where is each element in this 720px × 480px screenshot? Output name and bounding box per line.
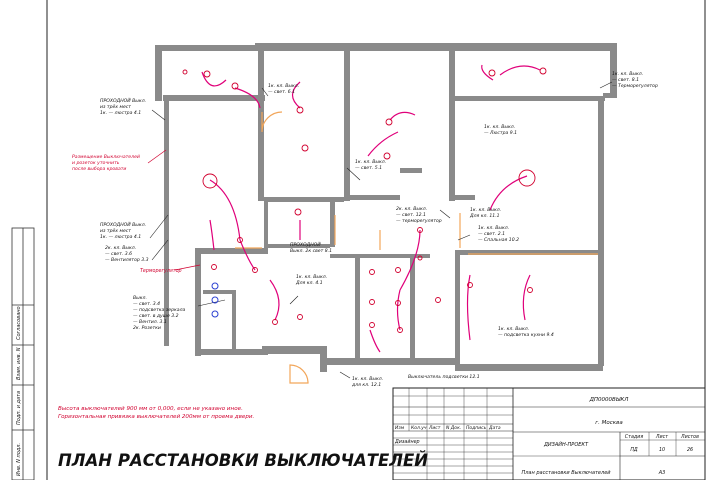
stamp-hdr-list: Лист — [428, 425, 441, 431]
door-swings — [235, 111, 598, 384]
side-label-replacement: Взам. инв. N — [16, 347, 22, 380]
callout-8: 1к. кл. Выкл. — свет. 5.1 — [355, 159, 388, 171]
stamp-hdr-ndok: N Док. — [446, 425, 461, 431]
stamp-stage: ПД — [630, 447, 638, 453]
callout-15: 1к. кл. Выкл. — свет. 8.1 — Терморегулят… — [612, 71, 658, 89]
callout-12: 1к. кл. Выкл. Для кл. 11.1 — [469, 207, 503, 219]
callout-4: 2к. кл. Выкл. — свет. 3.6 — Вентилятор 3… — [105, 245, 149, 263]
stamp-hdr-izm: Изм — [395, 425, 405, 431]
stamp-sheets-hdr: Листов — [680, 434, 699, 440]
callout-3: ПРОХОДНОЙ Выкл. из трёх мест 1к. — люстр… — [100, 221, 148, 240]
blue-fixtures — [211, 282, 219, 318]
callout-16: 1к. кл. Выкл. — подсветка кухни 9.4 — [498, 326, 554, 338]
stamp-format: А3 — [658, 470, 666, 476]
stamp-designer: Дизайнер — [394, 439, 420, 445]
stamp-city: г. Москва — [595, 420, 623, 426]
switch-callouts: ПРОХОДНОЙ Выкл. из трёх мест 1к. — люстр… — [72, 71, 658, 388]
stamp-sheets: 26 — [687, 447, 693, 453]
callout-5-thermoregulator: Терморегулятор — [140, 268, 182, 274]
stamp-hdr-kol: Кол.уч — [411, 425, 427, 431]
side-label-agreed: Согласовано — [16, 306, 22, 340]
callout-14: 1к. кл. Выкл. — Люстра 9.1 — [484, 124, 517, 136]
callout-10: 1к. кл. Выкл. Для кл. 4.1 — [295, 274, 329, 286]
callout-13: 1к. кл. Выкл. — свет. 2.1 — Спальная 10.… — [478, 225, 519, 243]
side-label-sign-date: Подп. и дата — [16, 391, 22, 425]
note-offset: Горизонтальная привязка выключателей 200… — [58, 414, 255, 420]
callout-18: Выключатель подсветки 12.1 — [408, 374, 480, 380]
inner-walls — [203, 51, 605, 367]
callout-1: ПРОХОДНОЙ Выкл. из трёх мест 1к. — люстр… — [100, 97, 148, 116]
stamp-hdr-data: Дата — [488, 425, 501, 431]
outer-walls — [155, 43, 617, 372]
red-note-leaders — [147, 149, 201, 271]
title-block: ДП0000ВЫКЛ г. Москва Изм Кол.уч Лист N Д… — [392, 387, 706, 480]
stamp-code: ДП0000ВЫКЛ — [589, 397, 629, 403]
stamp-stage-hdr: Стадия — [625, 434, 644, 440]
side-label-inventory: Инв. N подл. — [16, 443, 22, 476]
callout-7: 1к. кл. Выкл. — свет. 6.1 — [268, 83, 301, 95]
callout-2-note: Размещение Выключателей и розеток уточни… — [72, 154, 141, 172]
callout-17: 1к. кл. Выкл. для кл. 12.1 — [351, 376, 385, 388]
callout-9: ПРОХОДНОЙ Выкл. 2к свет 8.1 — [290, 241, 332, 254]
callout-11: 2к. кл. Выкл. — свет. 12.1 — терморегуля… — [396, 206, 442, 224]
stamp-sheet-hdr: Лист — [655, 434, 668, 440]
stamp-sheet: 10 — [659, 447, 665, 453]
light-fixtures — [182, 67, 547, 333]
callout-leaders — [149, 81, 613, 379]
stamp-stage-org: ДИЗАЙН-ПРОЕКТ — [543, 441, 589, 448]
note-height: Высота выключателей 900 мм от 0,000, есл… — [58, 406, 243, 412]
switch-wiring — [201, 64, 541, 353]
stamp-hdr-podp: Подпись — [466, 425, 487, 431]
drawing-title: ПЛАН РАССТАНОВКИ ВЫКЛЮЧАТЕЛЕЙ — [58, 451, 428, 470]
side-strip: Согласовано Взам. инв. N Подп. и дата Ин… — [11, 227, 35, 480]
callout-6: Выкл. — свет. 3.4 — подсветка зеркала — … — [133, 295, 187, 331]
stamp-sheet-name: План расстановки Выключателей — [521, 470, 611, 476]
